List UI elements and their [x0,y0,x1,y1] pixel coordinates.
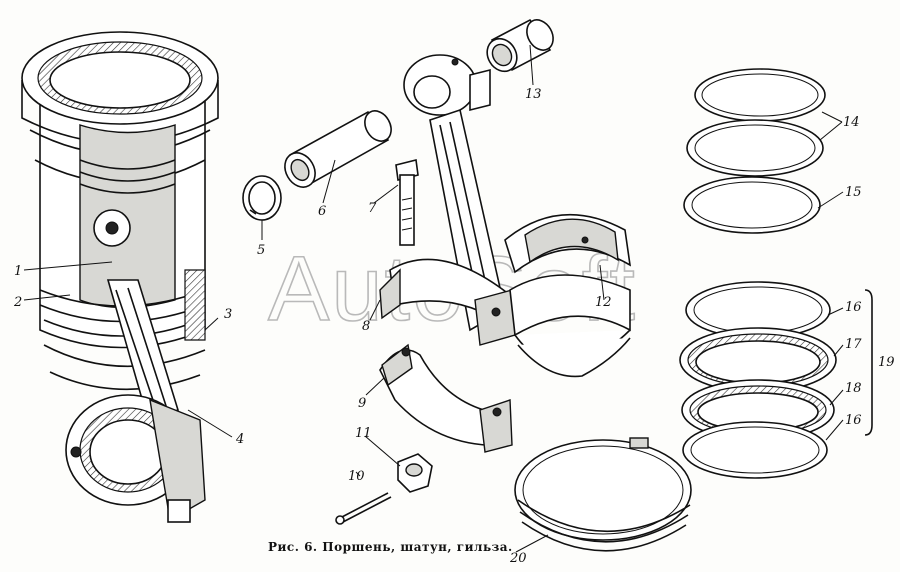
part-connecting-rod [379,54,516,346]
part-snap-ring [242,175,282,221]
part-castle-nut [397,453,433,493]
liner-piston-assembly [21,31,219,523]
callout-labels: 1 2 3 4 5 6 7 8 9 10 11 12 13 14 15 16 1… [13,87,895,566]
callout-10: 10 [348,469,365,484]
part-rod-cap [379,343,513,453]
callout-6: 6 [318,204,326,219]
part-compression-rings [683,68,826,234]
callout-16a: 16 [845,300,862,315]
callout-14: 14 [843,115,860,130]
callout-2: 2 [13,295,22,310]
figure-caption: Рис. 6. Поршень, шатун, гильза. [268,540,513,554]
part-bearing-shells [504,213,632,378]
part-cotter-pin [335,492,392,525]
callout-11: 11 [355,426,372,441]
part-bolt [395,159,419,246]
callout-13: 13 [525,87,542,102]
callout-5: 5 [257,243,265,258]
callout-15: 15 [845,185,862,200]
callout-1: 1 [14,264,22,279]
part-bushing [486,18,554,73]
callout-3: 3 [224,307,232,322]
part-oil-ring-assembly [679,281,873,479]
callout-4: 4 [235,432,244,447]
callout-18: 18 [845,381,862,396]
callout-7: 7 [368,201,377,216]
part-ring-set [514,437,692,552]
callout-19: 19 [878,355,895,370]
part-piston-pin [284,110,392,188]
callout-9: 9 [358,396,366,411]
callout-8: 8 [362,319,370,334]
leader-lines [23,44,844,553]
callout-20: 20 [509,551,527,566]
callout-16b: 16 [845,413,862,428]
callout-12: 12 [595,295,612,310]
callout-17: 17 [845,337,862,352]
